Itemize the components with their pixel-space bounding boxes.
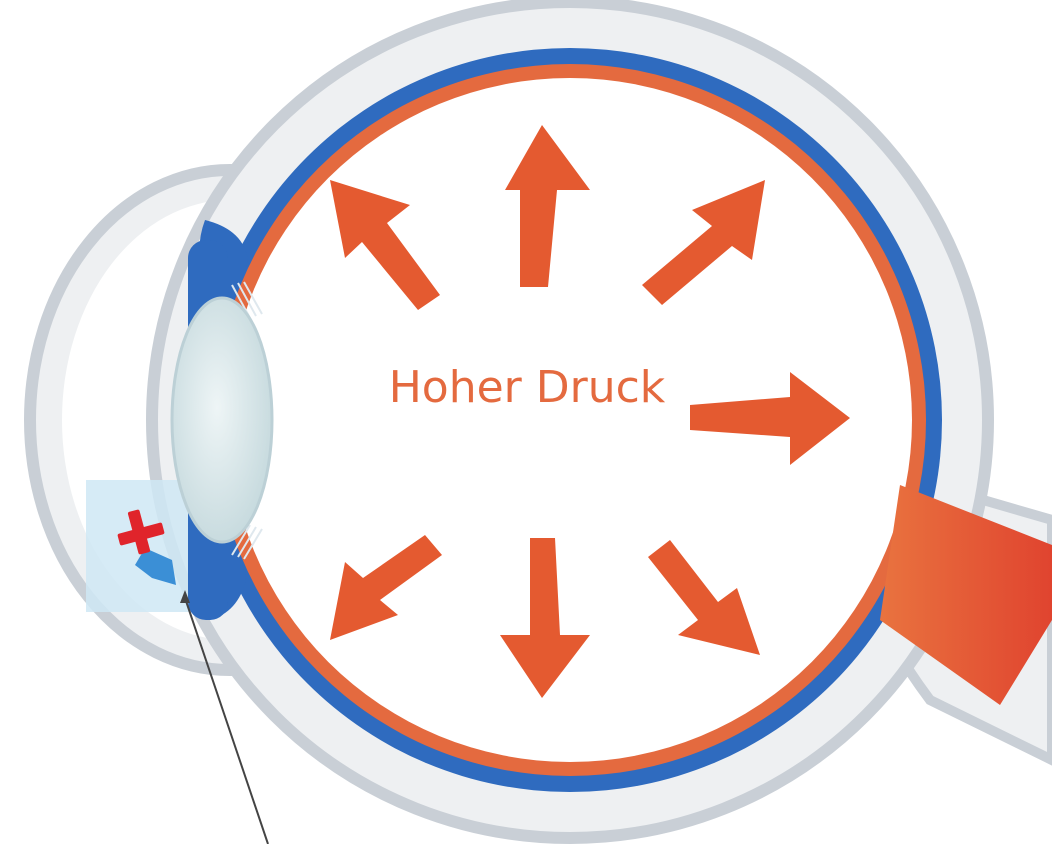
lens: [172, 298, 272, 542]
pressure-label: Hoher Druck: [389, 362, 666, 413]
